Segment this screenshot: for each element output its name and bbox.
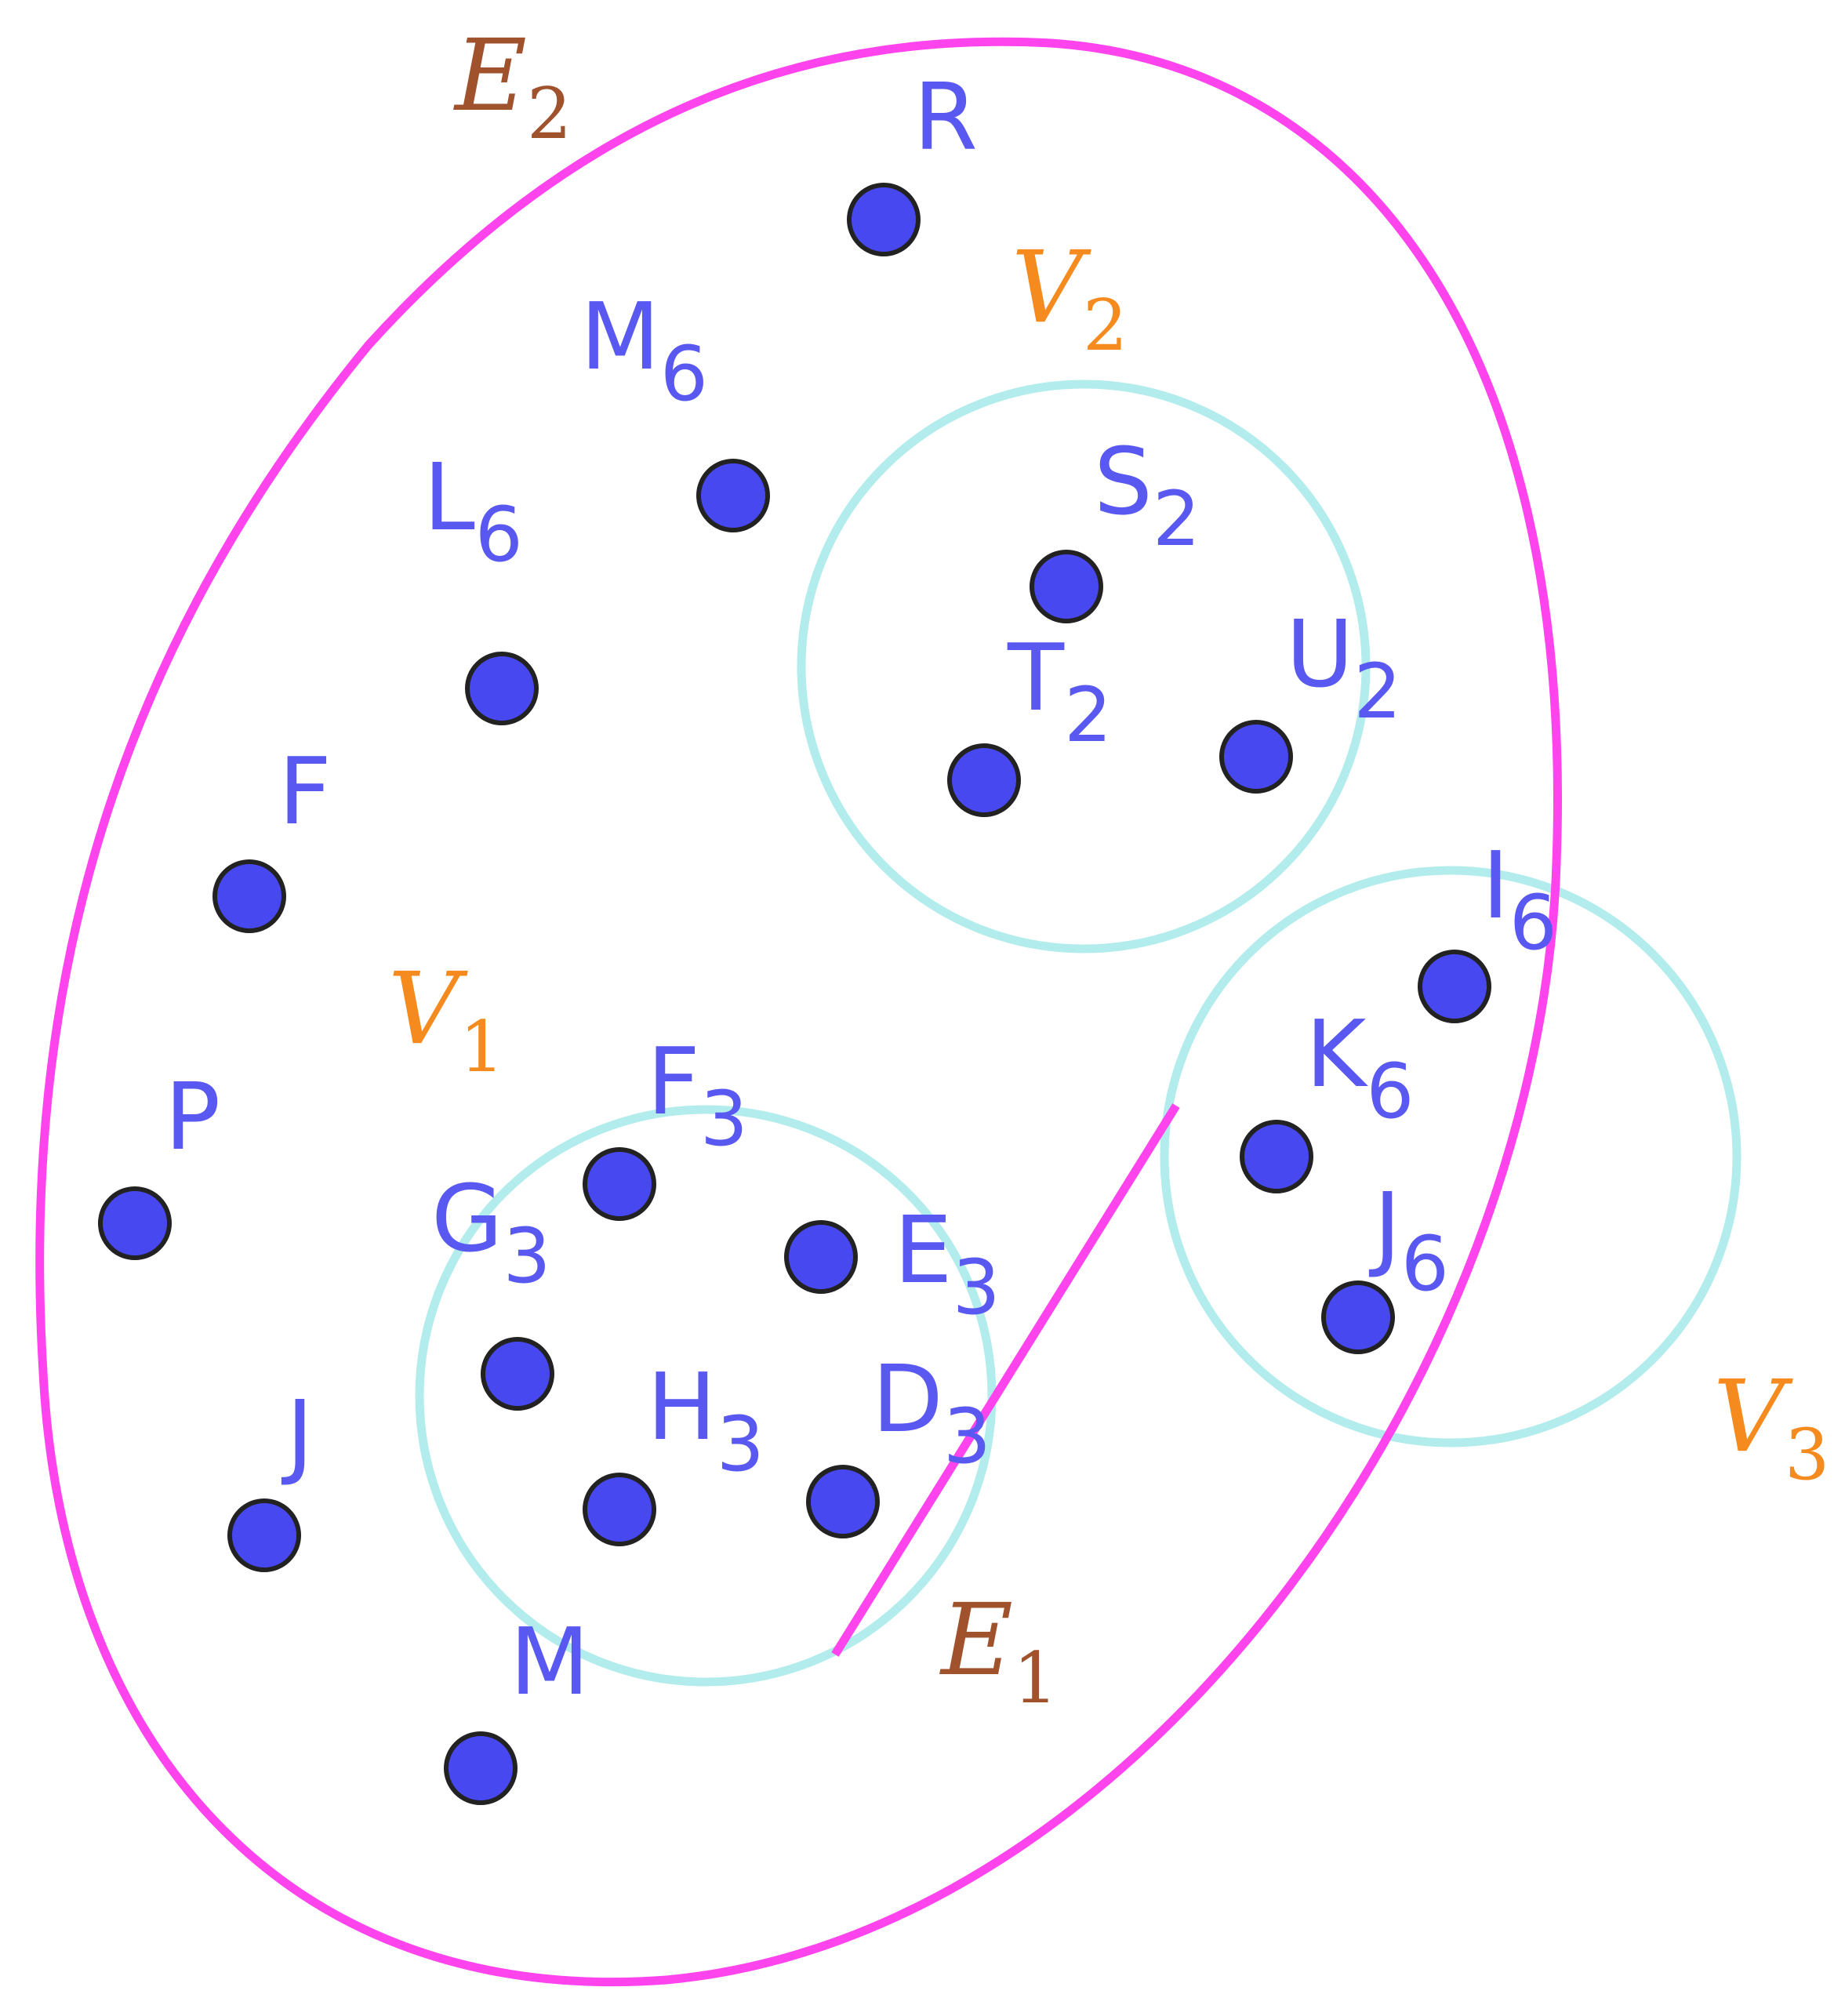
point-k6: K6: [1240, 1000, 1414, 1193]
point-f-dot: [212, 859, 286, 933]
point-j6: J6: [1321, 1172, 1449, 1354]
point-t2-dot: [947, 743, 1021, 817]
point-m-dot: [444, 1731, 518, 1805]
point-r-label: R: [913, 63, 978, 171]
point-p: P: [98, 1062, 220, 1260]
point-f: F: [212, 737, 332, 933]
point-g3-label: G3: [431, 1164, 551, 1300]
point-d3-dot: [806, 1465, 880, 1538]
point-r-dot: [847, 183, 921, 256]
point-e3-label: E3: [894, 1196, 1001, 1331]
point-d3: D3: [806, 1345, 991, 1538]
point-u2: U2: [1219, 600, 1401, 794]
point-i6-dot: [1418, 950, 1491, 1023]
point-h3: H3: [583, 1353, 765, 1546]
point-s2-dot: [1030, 550, 1103, 623]
point-s2-label: S2: [1094, 427, 1200, 563]
point-j-dot: [227, 1498, 301, 1572]
vertex-set-v2-circle: [797, 380, 1371, 954]
point-p-dot: [98, 1186, 172, 1260]
point-d3-label: D3: [872, 1345, 991, 1480]
point-j-label: J: [281, 1380, 314, 1488]
vertex-set-label-v1: V1: [388, 951, 504, 1088]
point-f-label: F: [278, 737, 332, 845]
point-h3-label: H3: [647, 1353, 765, 1488]
point-p-label: P: [165, 1062, 220, 1171]
point-t2-label: T2: [1007, 623, 1112, 759]
point-e3-dot: [784, 1220, 858, 1294]
point-m-label: M: [510, 1607, 590, 1716]
hyperedge-label-e1: E1: [939, 1582, 1058, 1720]
point-j6-dot: [1321, 1280, 1395, 1354]
point-u2-label: U2: [1286, 600, 1401, 736]
point-g3: G3: [431, 1164, 554, 1411]
point-l6: L6: [423, 443, 539, 725]
hyperedge-label-e2: E2: [453, 18, 572, 155]
point-j6-label: J6: [1368, 1172, 1449, 1308]
point-s2: S2: [1030, 427, 1200, 623]
vertex-set-v3-circle: [1160, 866, 1741, 1448]
vertex-set-label-v3: V3: [1713, 1359, 1829, 1496]
point-m: M: [444, 1607, 590, 1805]
point-h3-dot: [583, 1473, 656, 1546]
point-i6-label: I6: [1482, 831, 1557, 967]
point-f3-dot: [583, 1147, 656, 1221]
point-l6-dot: [465, 652, 539, 725]
point-l6-label: L6: [423, 443, 523, 579]
hyperedge-e1-line: [831, 1103, 1180, 1657]
point-f3: F3: [583, 1027, 748, 1221]
point-u2-dot: [1219, 720, 1293, 794]
point-f3-label: F3: [647, 1027, 748, 1163]
point-e3: E3: [784, 1196, 1001, 1331]
point-g3-dot: [481, 1337, 554, 1411]
point-j: J: [227, 1380, 314, 1572]
point-m6-dot: [696, 459, 770, 532]
point-k6-dot: [1240, 1120, 1313, 1193]
point-i6: I6: [1418, 831, 1557, 1023]
point-k6-label: K6: [1306, 1000, 1414, 1135]
point-m6: M6: [580, 282, 770, 532]
point-r: R: [847, 63, 978, 256]
point-t2: T2: [947, 623, 1112, 817]
point-m6-label: M6: [580, 282, 708, 418]
hyperedge-e2-curve: [35, 37, 1562, 1987]
vertex-set-label-v2: V2: [1011, 230, 1128, 367]
